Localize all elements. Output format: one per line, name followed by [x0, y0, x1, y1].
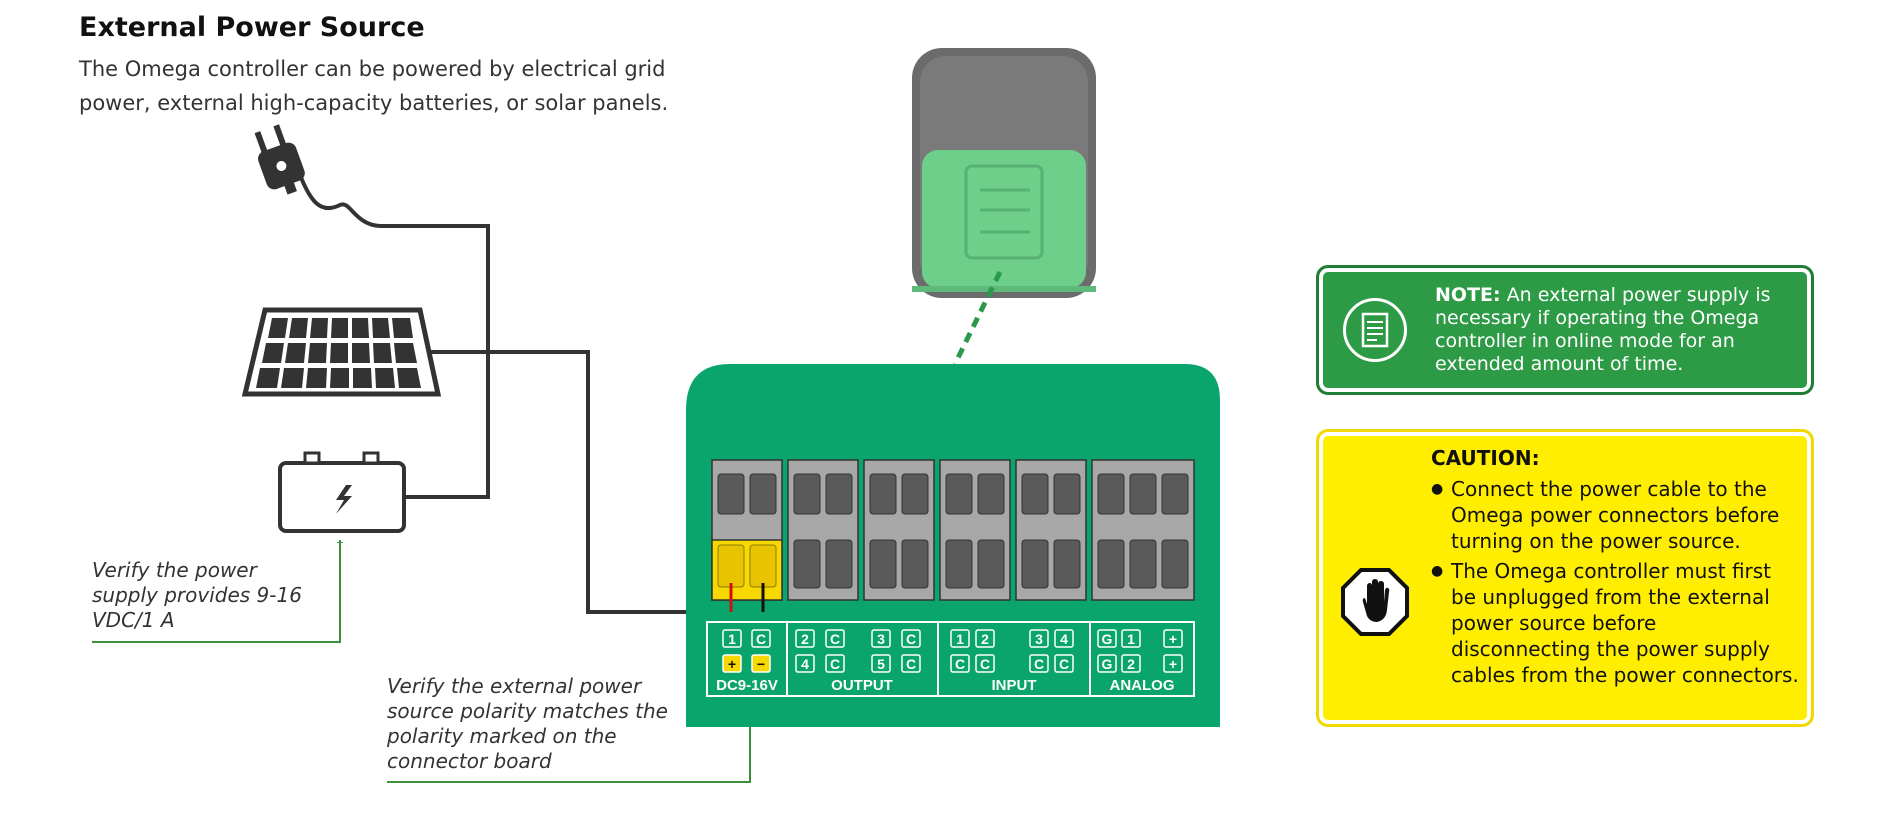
stop-hand-icon	[1339, 566, 1411, 642]
caution-item: The Omega controller must first be unplu…	[1431, 558, 1801, 688]
output-terminal-label-box	[871, 654, 891, 673]
analog-terminal-label: +	[1169, 656, 1177, 672]
output-terminal-label: C	[830, 631, 840, 647]
output-terminal-label: C	[906, 656, 916, 672]
input-terminal-label: 3	[1035, 631, 1043, 647]
input-terminal-label: C	[980, 656, 990, 672]
input-terminal-label-box	[950, 654, 970, 673]
polarity-minus-label: −	[757, 656, 765, 672]
input-terminal-label-box	[975, 654, 995, 673]
output-terminal-label: C	[830, 656, 840, 672]
analog-terminal-label-box	[1163, 629, 1183, 648]
output-terminal-label: 2	[801, 631, 809, 647]
label-input: INPUT	[992, 677, 1037, 694]
input-terminal-label-box	[975, 629, 995, 648]
polarity-plus-label: +	[728, 656, 736, 672]
label-output: OUTPUT	[831, 677, 893, 694]
input-terminal-label: 1	[956, 631, 964, 647]
note-box: NOTE: An external power supply is necess…	[1316, 265, 1814, 395]
battery-icon	[278, 451, 406, 533]
input-terminal-label: 4	[1060, 631, 1068, 647]
output-terminal-label: 3	[877, 631, 885, 647]
input-terminal-label-box	[1054, 629, 1074, 648]
power-terminal-label: 1	[728, 631, 736, 647]
input-terminal-label: C	[1059, 656, 1069, 672]
caution-title: CAUTION:	[1431, 446, 1540, 470]
caution-list: Connect the power cable to the Omega pow…	[1431, 476, 1801, 692]
output-terminal-label-box	[871, 629, 891, 648]
output-terminal-label-box	[795, 629, 815, 648]
analog-terminal-label: 1	[1127, 631, 1135, 647]
solar-panel-icon	[241, 307, 442, 397]
board-section-labels: DC9-16V OUTPUT INPUT ANALOG	[716, 677, 1174, 694]
input-terminal-label-box	[1029, 654, 1049, 673]
note-text: An external power supply is necessary if…	[1435, 284, 1771, 375]
caution-item: Connect the power cable to the Omega pow…	[1431, 476, 1801, 554]
analog-terminal-label: G	[1102, 631, 1113, 647]
output-terminal-label-box	[825, 654, 845, 673]
analog-terminal-label: +	[1169, 631, 1177, 647]
polarity-plus-label-box	[722, 654, 742, 673]
power-terminal-label: C	[756, 631, 766, 647]
terminal-clamps	[717, 473, 1189, 589]
output-terminal-label: 5	[877, 656, 885, 672]
input-terminal-label-box	[1029, 629, 1049, 648]
callout-polarity: Verify the external power source polarit…	[387, 674, 668, 773]
callout-power-supply: Verify the power supply provides 9-16 VD…	[92, 558, 302, 632]
input-terminal-label: 2	[981, 631, 989, 647]
analog-terminal-label-box	[1097, 654, 1117, 673]
power-terminal-label-box	[722, 629, 742, 648]
output-terminal-label-box	[901, 629, 921, 648]
page-title: External Power Source	[79, 12, 425, 43]
power-clamps	[717, 544, 777, 588]
sensor-device-icon	[912, 48, 1096, 298]
plug-cable	[298, 174, 490, 499]
label-dc-power: DC9-16V	[716, 677, 778, 694]
analog-terminal-label-box	[1121, 629, 1141, 648]
callout-lines	[92, 540, 751, 783]
analog-terminal-label-box	[1163, 654, 1183, 673]
plug-icon	[254, 124, 305, 195]
caution-box: CAUTION: Connect the power cable to the …	[1316, 429, 1814, 727]
output-terminal-label-box	[825, 629, 845, 648]
analog-terminal-label: 2	[1127, 656, 1135, 672]
output-terminal-label: C	[906, 631, 916, 647]
power-terminal-label-box	[751, 629, 771, 648]
intro-text: The Omega controller can be powered by e…	[79, 57, 669, 115]
output-terminal-label-box	[901, 654, 921, 673]
label-panel	[706, 621, 1195, 697]
analog-terminal-label-box	[1121, 654, 1141, 673]
label-analog: ANALOG	[1110, 677, 1175, 694]
input-terminal-label-box	[1054, 654, 1074, 673]
document-icon	[1343, 298, 1407, 362]
analog-terminal-label: G	[1102, 656, 1113, 672]
output-terminal-label-box	[795, 654, 815, 673]
input-terminal-label: C	[955, 656, 965, 672]
input-terminal-label: C	[1034, 656, 1044, 672]
output-terminal-label: 4	[801, 656, 809, 672]
note-label: NOTE:	[1435, 284, 1501, 306]
polarity-minus-label-box	[751, 654, 771, 673]
input-terminal-label-box	[950, 629, 970, 648]
wireless-link	[952, 270, 1003, 366]
analog-terminal-label-box	[1097, 629, 1117, 648]
